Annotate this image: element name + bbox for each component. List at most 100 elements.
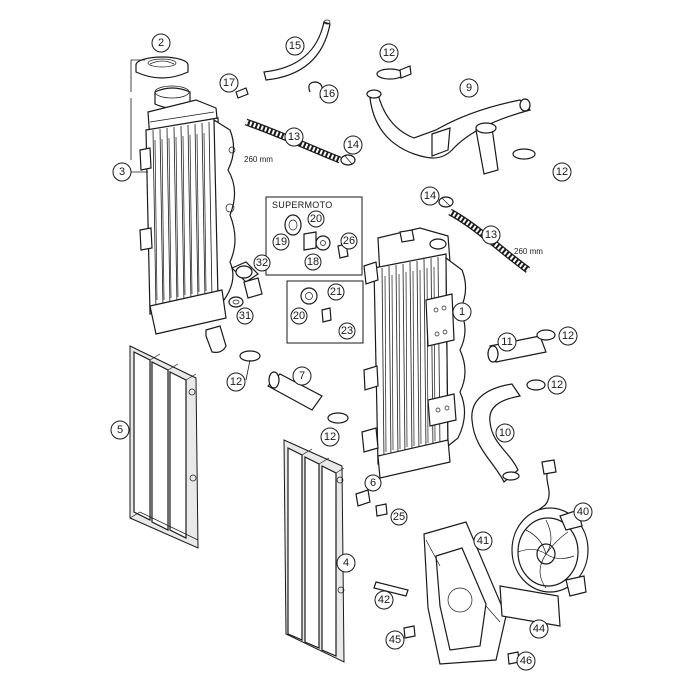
svg-text:14: 14: [424, 190, 436, 202]
callout-41: 41: [473, 531, 493, 551]
svg-text:23: 23: [341, 325, 353, 337]
svg-text:12: 12: [383, 47, 395, 59]
callout-19: 19: [272, 233, 290, 251]
callout-25: 25: [390, 508, 408, 526]
svg-text:40: 40: [577, 506, 589, 518]
callout-9: 9: [459, 78, 479, 98]
svg-text:13: 13: [288, 131, 300, 143]
callout-15: 15: [285, 36, 305, 56]
svg-text:42: 42: [378, 594, 390, 606]
bush-18: [303, 231, 317, 251]
upper-coolant-hose: [366, 89, 532, 175]
svg-text:25: 25: [393, 511, 405, 523]
callout-2: 2: [151, 33, 171, 53]
supermoto-kit-label: SUPERMOTO: [272, 200, 333, 210]
callout-20-b: 20: [290, 307, 308, 325]
svg-text:5: 5: [117, 424, 123, 436]
callout-5: 5: [110, 420, 130, 440]
callout-31: 31: [236, 307, 254, 325]
svg-text:31: 31: [239, 310, 251, 322]
callout-18: 18: [304, 253, 322, 271]
callout-40: 40: [573, 502, 593, 522]
grommet-lower: [300, 287, 318, 305]
svg-text:12: 12: [562, 330, 574, 342]
svg-text:13: 13: [485, 229, 497, 241]
clamp-14-top: [340, 154, 356, 166]
radiator-cap: [135, 56, 189, 79]
hose-length-label-top: 260 mm: [244, 155, 273, 164]
left-radiator: [130, 56, 236, 353]
radiator-louver-right: [283, 439, 345, 663]
temperature-switch: [228, 261, 263, 308]
svg-text:45: 45: [389, 634, 401, 646]
callout-3: 3: [112, 162, 132, 182]
svg-text:21: 21: [330, 286, 342, 298]
screw-45: [403, 625, 416, 639]
callout-20-a: 20: [307, 210, 325, 228]
svg-text:7: 7: [299, 370, 305, 382]
svg-text:12: 12: [230, 376, 242, 388]
callout-12-hose-10: 12: [547, 375, 567, 395]
callout-12-top: 12: [379, 43, 399, 63]
svg-text:17: 17: [223, 77, 235, 89]
bolt-25: [375, 503, 388, 517]
svg-text:32: 32: [256, 257, 268, 269]
callout-11: 11: [497, 332, 517, 352]
svg-text:12: 12: [556, 166, 568, 178]
hose-11: [487, 335, 547, 363]
svg-text:20: 20: [310, 213, 322, 225]
svg-text:11: 11: [501, 336, 512, 348]
svg-text:1: 1: [459, 306, 465, 318]
callout-4: 4: [336, 553, 356, 573]
callout-7: 7: [292, 366, 312, 386]
callout-14-right: 14: [420, 186, 440, 206]
plate-44: [499, 585, 561, 627]
fan-bracket: [423, 521, 507, 665]
callout-32: 32: [253, 254, 271, 272]
clamp-14-right: [438, 196, 454, 208]
svg-text:2: 2: [158, 37, 164, 49]
hose-7: [267, 371, 323, 411]
callout-12-hose-7: 12: [320, 427, 340, 447]
washer-20: [315, 235, 331, 251]
overflow-hose: [263, 19, 331, 81]
callout-21: 21: [327, 283, 345, 301]
svg-text:20: 20: [293, 310, 305, 322]
callout-12-hose-11: 12: [558, 326, 578, 346]
svg-text:18: 18: [307, 256, 319, 268]
svg-text:12: 12: [551, 379, 563, 391]
svg-text:12: 12: [324, 431, 336, 443]
cooling-fan: [511, 459, 589, 597]
svg-text:3: 3: [119, 166, 125, 178]
callout-12-right-top: 12: [552, 162, 572, 182]
callout-12-left: 12: [226, 372, 246, 392]
svg-text:16: 16: [323, 88, 335, 100]
callout-44: 44: [529, 619, 549, 639]
clamp-12-hose-7: [327, 412, 349, 424]
hose-length-label-right: 260 mm: [514, 247, 543, 256]
clamp-12-hose-10: [526, 379, 546, 391]
svg-text:4: 4: [343, 557, 349, 569]
callout-16: 16: [319, 84, 339, 104]
svg-text:19: 19: [275, 236, 287, 248]
svg-text:10: 10: [499, 427, 511, 439]
screw-17: [235, 87, 249, 99]
svg-text:15: 15: [289, 40, 301, 52]
callout-17: 17: [219, 73, 239, 93]
svg-text:9: 9: [466, 82, 472, 94]
svg-text:46: 46: [520, 655, 532, 667]
svg-text:14: 14: [347, 139, 359, 151]
callout-14-top: 14: [343, 135, 363, 155]
bracket-6: [355, 489, 371, 507]
spacer-42: [373, 581, 409, 597]
clamp-12-left-bottom: [239, 350, 261, 362]
callout-26: 26: [340, 232, 358, 250]
callout-6: 6: [364, 474, 382, 492]
callout-10: 10: [495, 423, 515, 443]
clamp-12-right-hose: [512, 148, 536, 160]
clamp-12-hose-11: [536, 329, 556, 341]
svg-text:26: 26: [343, 235, 355, 247]
grommet-19: [284, 214, 302, 236]
